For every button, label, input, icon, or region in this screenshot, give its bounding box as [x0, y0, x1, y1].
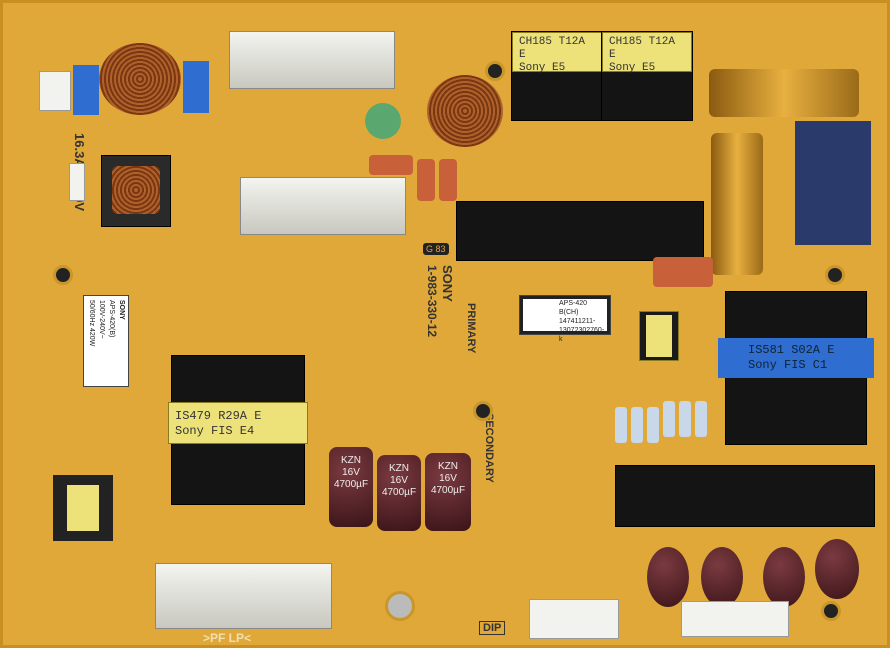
bottom-mark: >PF LP<: [203, 631, 252, 645]
mounting-hole: [825, 265, 845, 285]
capacitor: [701, 547, 743, 607]
transformer-label: IS581 S02A E: [748, 343, 835, 357]
electrolytic-capacitor: [709, 69, 859, 117]
secondary-label: SECONDARY: [483, 413, 495, 483]
transformer-label: Sony FIS E4: [175, 424, 255, 438]
small-transformer: [53, 475, 113, 541]
heatsink: [155, 563, 332, 629]
transformer-label: CH185 T12A E: [519, 36, 586, 61]
sony-label-text: APS-420(B): [108, 300, 115, 338]
connector: [39, 71, 71, 111]
part-number: 1-983-330-12: [425, 265, 439, 338]
resistor: [615, 407, 627, 443]
connector: [529, 599, 619, 639]
film-capacitor: [369, 155, 413, 175]
mounting-hole: [821, 601, 841, 621]
capacitor-brand: KZN: [341, 455, 361, 466]
film-capacitor: [417, 159, 435, 201]
g-mark: G 83: [423, 243, 449, 255]
sony-label: SONY APS-420(B) 100V-240V~ 50/60Hz 420W: [83, 295, 129, 387]
heatsink: [240, 177, 406, 235]
dip-mark: DIP: [479, 621, 506, 635]
capacitor: [763, 547, 805, 607]
model-label-text: APS-420 B(CH): [559, 300, 588, 316]
toroid-inductor: [427, 75, 503, 147]
sony-label-text: SONY: [118, 300, 125, 320]
mounting-hole: [53, 265, 73, 285]
model-label: APS-420 B(CH) 147411211- 13072302760- k: [519, 295, 611, 343]
transformer-label: Sony E5: [519, 62, 566, 74]
capacitor-small: [385, 591, 415, 621]
toroid-inductor: [99, 43, 181, 115]
transformer-label: IS479 R29A E: [175, 409, 262, 423]
resistor: [647, 407, 659, 443]
heatsink: [229, 31, 395, 89]
capacitor-blue: [73, 65, 99, 115]
heatsink-black: [456, 201, 704, 261]
capacitor-value: 16V 4700µF: [333, 467, 369, 490]
capacitor: [647, 547, 689, 607]
heatsink-black: [615, 465, 875, 527]
inductor: [101, 155, 171, 227]
capacitor-blue: [183, 61, 209, 113]
mounting-hole: [485, 61, 505, 81]
capacitor-value: 16V 4700µF: [381, 475, 417, 498]
electrolytic-capacitor: [711, 133, 763, 275]
model-label-text: 13072302760-: [559, 327, 605, 334]
sony-label-text: 50/60Hz 420W: [88, 300, 95, 347]
model-label-text: 147411211-: [559, 318, 596, 325]
resistor: [631, 407, 643, 443]
terminal-block: [795, 121, 871, 245]
film-capacitor: [653, 257, 713, 287]
film-capacitor: [439, 159, 457, 201]
capacitor-value: 16V 4700µF: [430, 473, 466, 496]
resistor: [679, 401, 691, 437]
connector: [681, 601, 789, 637]
fuse: [69, 163, 85, 201]
resistor: [695, 401, 707, 437]
model-label-text: k: [559, 336, 563, 343]
sony-label-text: 100V-240V~: [98, 300, 105, 339]
brand-silk: SONY: [440, 265, 455, 302]
capacitor-brand: KZN: [389, 463, 409, 474]
capacitor: [815, 539, 859, 599]
transformer-label: CH185 T12A E: [609, 36, 676, 61]
transformer-label: Sony FIS C1: [748, 358, 828, 372]
resistor: [663, 401, 675, 437]
primary-label: PRIMARY: [465, 303, 477, 354]
mounting-hole: [473, 401, 493, 421]
small-transformer: [639, 311, 679, 361]
varistor: [365, 103, 401, 139]
transformer-label: Sony E5: [609, 62, 656, 74]
capacitor-brand: KZN: [438, 461, 458, 472]
